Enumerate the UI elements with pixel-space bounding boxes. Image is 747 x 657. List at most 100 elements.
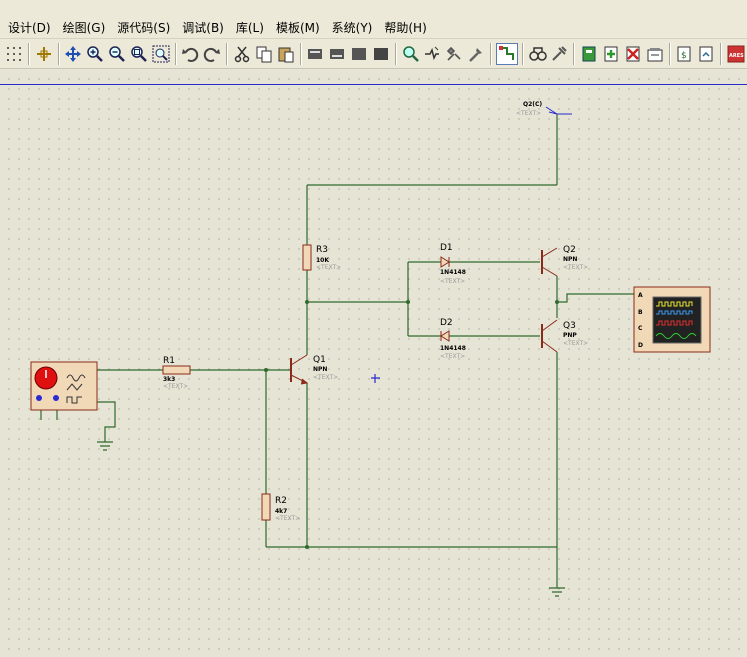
r1-text: <TEXT> [163, 383, 188, 390]
scope-channel-d: D [638, 342, 643, 349]
transistor-q3: Q3 PNP <TEXT> [541, 319, 588, 353]
menu-system[interactable]: 系统(Y) [331, 21, 373, 35]
zoom-child-icon[interactable] [623, 44, 643, 64]
grid-icon[interactable] [4, 44, 24, 64]
menu-library[interactable]: 库(L) [235, 21, 264, 35]
d2-ref: D2 [440, 318, 453, 328]
copy-icon[interactable] [254, 44, 274, 64]
ground-symbols [97, 441, 565, 597]
oscilloscope: A B C D [633, 286, 711, 353]
toolbar-separator [720, 42, 723, 65]
q2-ref: Q2 [563, 245, 576, 255]
decompose-icon[interactable] [466, 44, 486, 64]
r2-value: 4k7 [275, 508, 287, 515]
resistor-r1: R1 3k3 <TEXT> [162, 356, 191, 390]
zoom-all-icon[interactable] [129, 44, 149, 64]
d2-text: <TEXT> [440, 353, 465, 360]
d1-value: 1N4148 [440, 269, 466, 276]
q1-ref: Q1 [313, 355, 326, 365]
signal-generator [30, 361, 98, 411]
packaging-icon[interactable] [444, 44, 464, 64]
zoom-in-icon[interactable] [85, 44, 105, 64]
toolbar-separator [174, 42, 177, 65]
sheet-border [0, 84, 747, 85]
scope-channel-b: B [638, 309, 643, 316]
menu-bar: 设计(D) 绘图(G) 源代码(S) 调试(B) 库(L) 模板(M) 系统(Y… [0, 0, 747, 39]
origin-icon[interactable] [34, 44, 54, 64]
pan-icon[interactable] [64, 44, 84, 64]
toolbar-separator [489, 42, 492, 65]
bill-of-materials-icon[interactable] [645, 44, 665, 64]
pick-device-icon[interactable] [401, 44, 421, 64]
block-copy-icon[interactable] [306, 44, 326, 64]
block-rotate-icon[interactable] [349, 44, 369, 64]
zoom-area-icon[interactable] [151, 44, 171, 64]
power-terminal-text: <TEXT> [516, 110, 541, 117]
toolbar-separator [668, 42, 671, 65]
paste-icon[interactable] [276, 44, 296, 64]
d2-value: 1N4148 [440, 345, 466, 352]
menu-debug[interactable]: 调试(B) [182, 21, 224, 35]
search-tag-icon[interactable] [528, 44, 548, 64]
diode-d2: D2 1N4148 <TEXT> [440, 318, 466, 360]
toolbar-separator [521, 42, 524, 65]
power-terminal-label: Q2(C) [523, 101, 542, 108]
toolbar-separator [573, 42, 576, 65]
schematic-canvas[interactable] [0, 70, 747, 657]
r3-text: <TEXT> [316, 264, 341, 271]
remove-sheet-icon[interactable] [601, 44, 621, 64]
q3-ref: Q3 [563, 321, 576, 331]
diode-d1: D1 1N4148 <TEXT> [440, 243, 466, 285]
toolbar-separator [57, 42, 60, 65]
undo-icon[interactable] [181, 44, 201, 64]
q2-type: NPN [563, 256, 577, 263]
q1-type: NPN [313, 366, 327, 373]
menu-help[interactable]: 帮助(H) [384, 21, 427, 35]
block-move-icon[interactable] [327, 44, 347, 64]
q1-text: <TEXT> [313, 374, 338, 381]
r3-value: 10K [316, 257, 329, 264]
menu-graph[interactable]: 绘图(G) [62, 21, 106, 35]
new-sheet-icon[interactable] [579, 44, 599, 64]
netlist-icon[interactable] [696, 44, 716, 64]
r2-text: <TEXT> [275, 515, 300, 522]
d1-text: <TEXT> [440, 278, 465, 285]
toolbar-separator [27, 42, 30, 65]
block-delete-icon[interactable] [371, 44, 391, 64]
toolbar-separator [394, 42, 397, 65]
scope-channel-a: A [638, 292, 643, 299]
make-device-icon[interactable] [423, 44, 443, 64]
menu-design[interactable]: 设计(D) [8, 21, 51, 35]
r1-ref: R1 [163, 356, 175, 366]
toolbar-separator [299, 42, 302, 65]
transistor-q2: Q2 NPN <TEXT> [541, 245, 588, 277]
svg-text:$: $ [681, 51, 687, 61]
junctions [264, 300, 559, 549]
wire-autorouter-icon[interactable] [495, 42, 518, 65]
toolbar-separator [226, 42, 229, 65]
ares-label: ARES [729, 53, 744, 59]
electrical-rule-check-icon[interactable]: $ [675, 44, 695, 64]
ares-icon[interactable]: ARES [726, 44, 746, 64]
menu-template[interactable]: 模板(M) [275, 21, 320, 35]
redo-icon[interactable] [202, 44, 222, 64]
wires [40, 114, 634, 588]
power-terminal: Q2(C) <TEXT> [516, 101, 572, 117]
zoom-out-icon[interactable] [107, 44, 127, 64]
scope-channel-c: C [638, 325, 643, 332]
q3-type: PNP [563, 332, 577, 339]
d1-ref: D1 [440, 243, 453, 253]
cut-icon[interactable] [232, 44, 252, 64]
resistor-r3: R3 10K <TEXT> [302, 244, 341, 271]
menu-source[interactable]: 源代码(S) [117, 21, 171, 35]
resistor-r2: R2 4k7 <TEXT> [261, 493, 300, 522]
r2-ref: R2 [275, 496, 287, 506]
property-tool-icon[interactable] [550, 44, 570, 64]
transistor-q1: Q1 NPN <TEXT> [290, 354, 338, 385]
r1-value: 3k3 [163, 376, 175, 383]
q2-text: <TEXT> [563, 264, 588, 271]
r3-ref: R3 [316, 245, 328, 255]
q3-text: <TEXT> [563, 340, 588, 347]
toolbar: $ ARES [0, 39, 747, 69]
